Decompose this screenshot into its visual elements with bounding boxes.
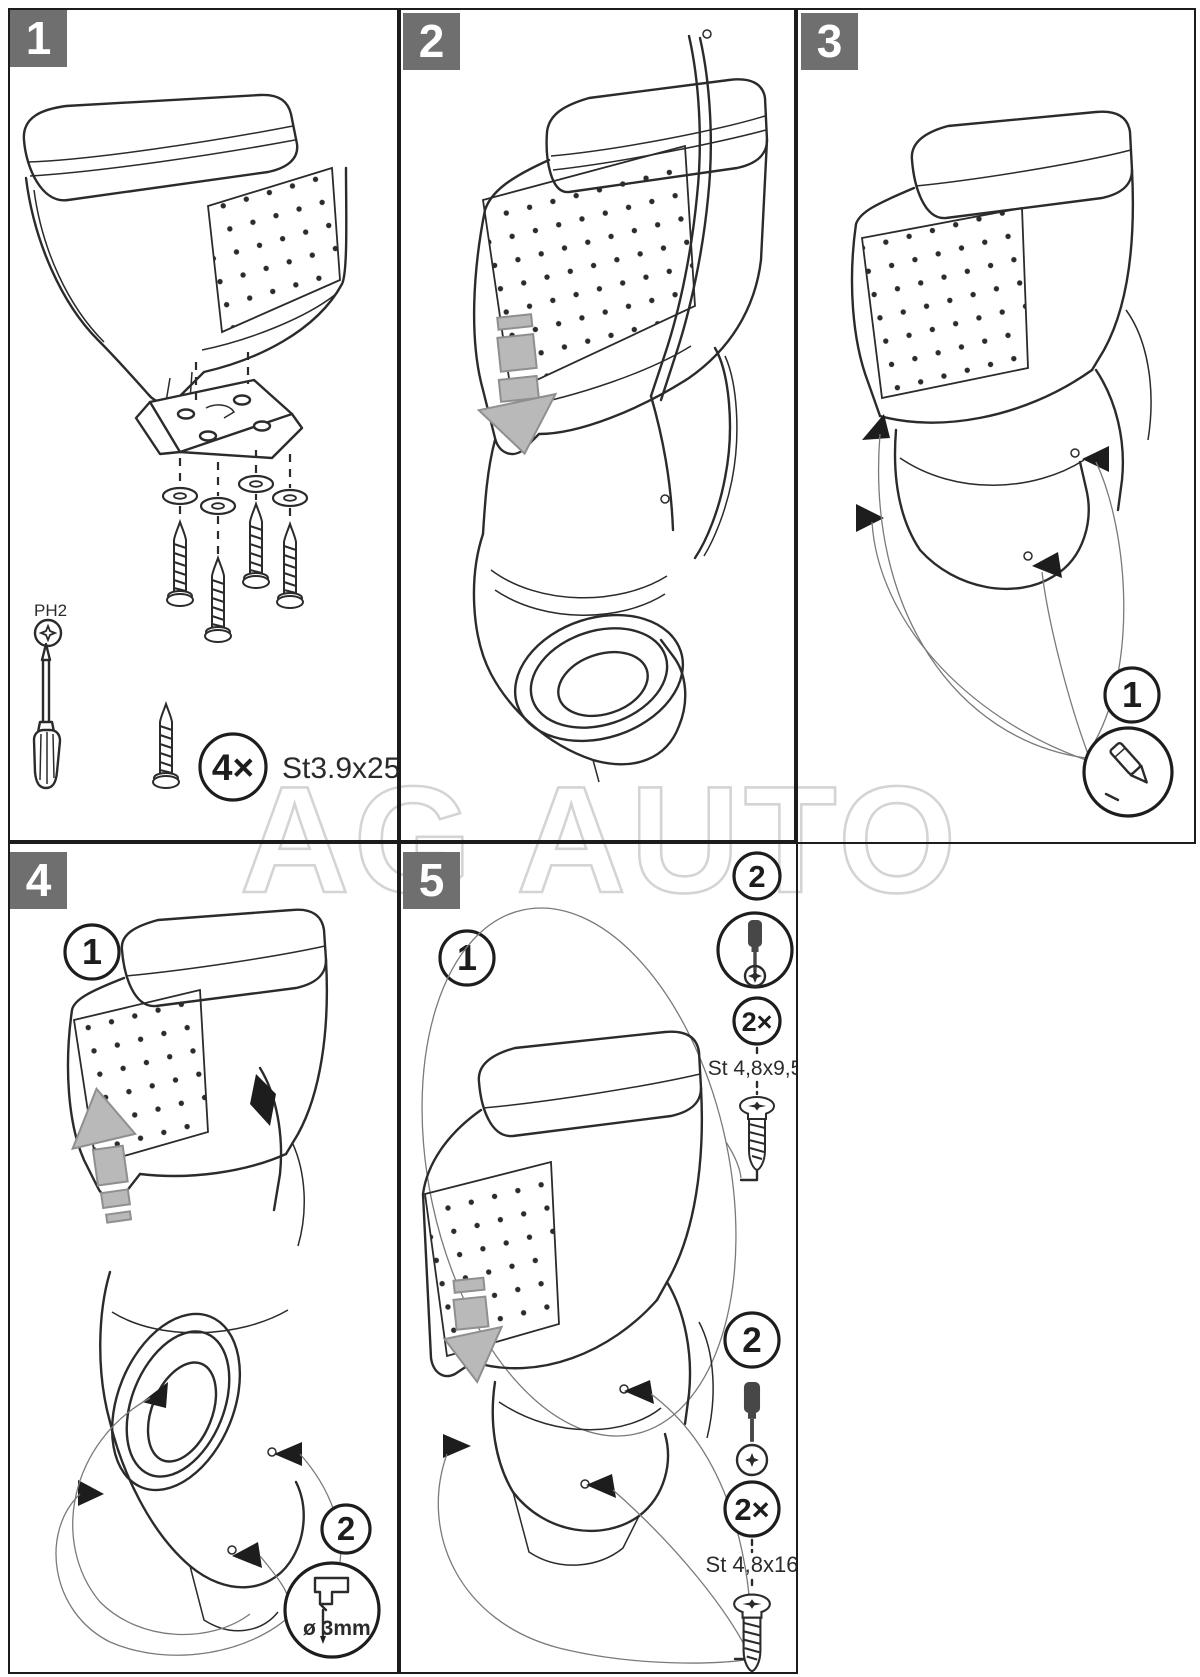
projection-lines [178,352,292,554]
leader-lines [871,433,1125,761]
perforated-panel [861,206,1029,400]
slide-down-arrow [476,313,558,456]
substep-label: 2 [742,1321,761,1360]
marker-pen-callout [1082,726,1174,818]
quantity-circle [198,732,268,802]
step1-badge: 1 [10,10,67,67]
panel-step3: 1 [794,8,1196,844]
screw-spec-label: St 4,8x16 [706,1552,796,1577]
panel-step4: 1 [8,840,401,1674]
substep-circle [63,923,121,981]
mount-bracket [649,29,738,560]
quantity-label: 4× [212,747,254,788]
panel-step1: PH2 4× St3.9x25 [8,8,401,844]
mounting-plate [134,378,304,460]
slide-up-arrow [70,1086,137,1224]
step4-badge: 4 [10,852,67,909]
panel-step2 [397,8,798,844]
cupholder-base [99,1270,305,1632]
ph2-label: PH2 [34,601,67,620]
substep-circle [320,1503,372,1555]
phillips-bit-icon [33,618,63,648]
cupholder-base [472,438,687,783]
mark-position-arrows [856,414,1109,578]
substep-label: 1 [82,931,102,972]
perforated-panel [424,1160,560,1358]
screw-spec-label: St 4,8x9,5 [708,1057,796,1080]
screwdriver-illustration [32,642,62,790]
perforated-panel [207,166,341,334]
drill-icon [313,1576,350,1644]
qty-label: 2× [734,1492,769,1527]
drill-spec-label: ø 3mm [303,1617,371,1640]
top-screw-callout: 2 2× St 4,8x9,5 [708,851,796,1171]
substep-circle [438,929,496,987]
step5-badge: 5 [403,852,460,909]
bottom-screw-callout: 2 2× St 4,8x16 [706,1311,796,1672]
substep-label: 1 [457,937,477,978]
screw-spec-label: St3.9x25 [282,752,399,785]
marker-pen-icon [1109,742,1148,784]
substep-label: 1 [1122,674,1142,715]
drill-position-arrows [78,1382,302,1568]
screw-position-arrows [443,1380,654,1498]
assembled-armrest-illustration [850,110,1152,591]
armrest-illustration [22,93,348,405]
qty-label: 2× [742,1007,773,1037]
step3-badge: 3 [801,13,858,70]
ph2-bit: PH2 [33,601,67,648]
slide-down-arrow [442,1276,504,1384]
drill-callout: ø 3mm [283,1561,381,1659]
substep-label: 2 [748,859,765,894]
panel-step5: 1 [397,840,798,1674]
substep-circle [1103,666,1161,724]
step2-badge: 2 [403,13,460,70]
substep-label: 2 [337,1510,355,1547]
